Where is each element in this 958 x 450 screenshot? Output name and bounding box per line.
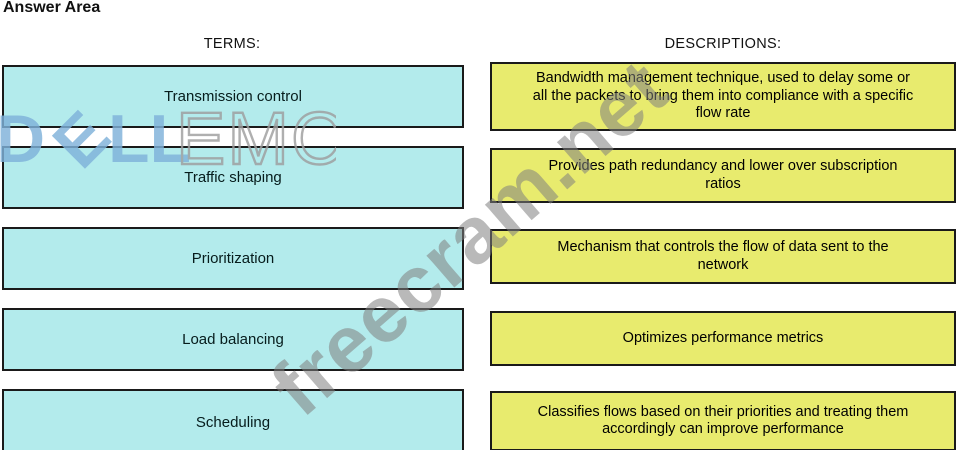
term-box-scheduling[interactable]: Scheduling [2, 389, 464, 450]
term-label: Load balancing [182, 331, 284, 348]
description-text: Optimizes performance metrics [622, 329, 824, 346]
term-box-prioritization[interactable]: Prioritization [2, 227, 464, 290]
page-title: Answer Area [3, 0, 101, 16]
descriptions-column-header: DESCRIPTIONS: [664, 36, 782, 52]
description-box-5[interactable]: Classifies flows based on their prioriti… [490, 391, 956, 450]
description-box-1[interactable]: Bandwidth management technique, used to … [490, 62, 956, 131]
terms-column-header: TERMS: [203, 36, 261, 52]
term-label: Transmission control [164, 88, 302, 105]
term-box-load-balancing[interactable]: Load balancing [2, 308, 464, 371]
term-box-traffic-shaping[interactable]: Traffic shaping [2, 146, 464, 209]
term-label: Traffic shaping [184, 169, 282, 186]
description-box-3[interactable]: Mechanism that controls the flow of data… [490, 229, 956, 284]
description-box-2[interactable]: Provides path redundancy and lower over … [490, 148, 956, 203]
description-box-4[interactable]: Optimizes performance metrics [490, 311, 956, 366]
term-box-transmission-control[interactable]: Transmission control [2, 65, 464, 128]
term-label: Scheduling [195, 413, 271, 431]
description-text: Bandwidth management technique, used to … [532, 70, 914, 122]
description-text: Provides path redundancy and lower over … [548, 158, 898, 192]
term-label: Prioritization [191, 250, 275, 267]
description-text: Mechanism that controls the flow of data… [557, 239, 889, 273]
description-text: Classifies flows based on their prioriti… [537, 403, 909, 438]
